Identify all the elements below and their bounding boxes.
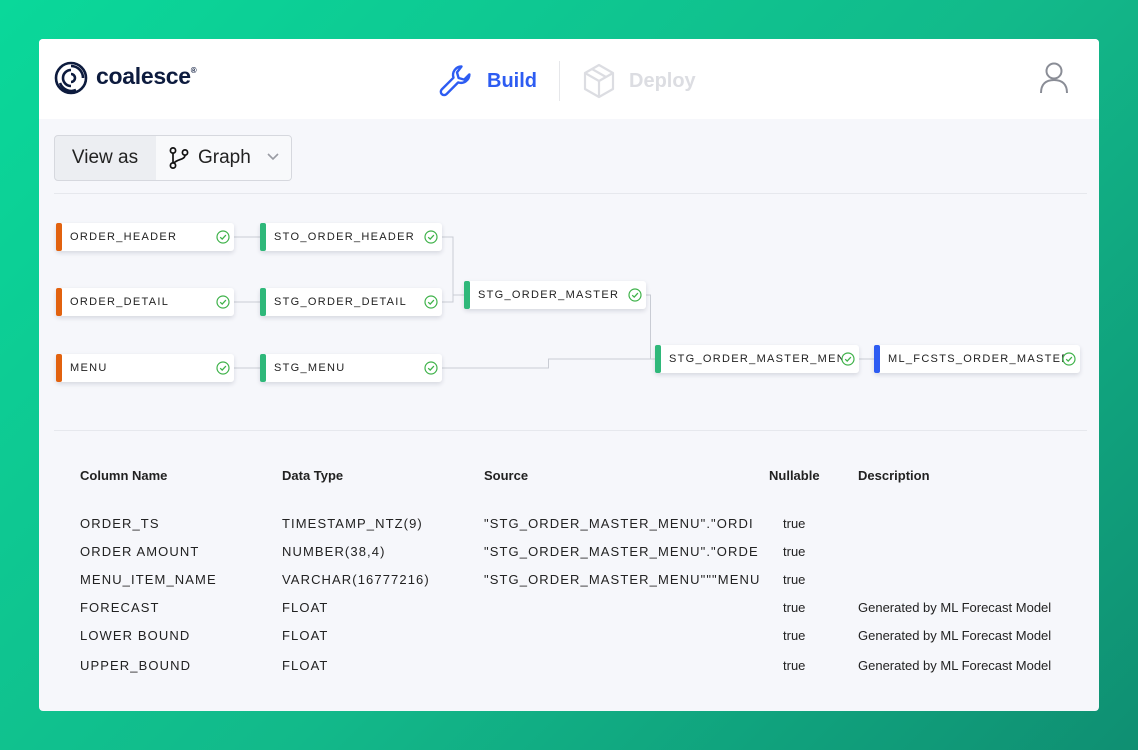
- nav-divider: [559, 61, 560, 101]
- data-type-cell: FLOAT: [282, 658, 329, 673]
- graph-edge: [442, 358, 655, 369]
- app-window: coalesce® Build Deploy View as: [39, 39, 1099, 711]
- graph-node-sto-order-header[interactable]: STO_ORDER_HEADER: [260, 223, 442, 251]
- node-type-indicator: [874, 345, 880, 373]
- data-type-cell: NUMBER(38,4): [282, 544, 386, 559]
- node-label: STG_ORDER_MASTER: [478, 289, 620, 301]
- node-label: ML_FCSTS_ORDER_MASTER: [888, 353, 1071, 365]
- graph-edge: [646, 294, 655, 360]
- nullable-cell: true: [783, 572, 806, 587]
- coalesce-logo-icon: [54, 61, 88, 95]
- source-cell: "STG_ORDER_MASTER_MENU"""MENU: [484, 572, 761, 587]
- nullable-cell: true: [783, 544, 806, 559]
- node-label: STO_ORDER_HEADER: [274, 231, 416, 243]
- graph-node-menu[interactable]: MENU: [56, 354, 234, 382]
- nullable-cell: true: [783, 600, 806, 615]
- description-cell: Generated by ML Forecast Model: [858, 600, 1052, 615]
- nullable-cell: true: [783, 516, 806, 531]
- node-label: MENU: [70, 362, 108, 374]
- graph-node-order-detail[interactable]: ORDER_DETAIL: [56, 288, 234, 316]
- wrench-icon: [439, 65, 471, 97]
- column-header[interactable]: Nullable: [769, 468, 820, 483]
- graph-edge: [442, 236, 464, 296]
- graph-node-ml-fcsts-order-master[interactable]: ML_FCSTS_ORDER_MASTER: [874, 345, 1080, 373]
- column-name-cell: LOWER BOUND: [80, 628, 191, 643]
- node-type-indicator: [260, 354, 266, 382]
- view-mode-value: Graph: [198, 147, 251, 168]
- node-type-indicator: [56, 354, 62, 382]
- source-cell: "STG_ORDER_MASTER_MENU"."ORDI: [484, 516, 754, 531]
- column-name-cell: FORECAST: [80, 600, 160, 615]
- nullable-cell: true: [783, 658, 806, 673]
- node-type-indicator: [464, 281, 470, 309]
- check-circle-icon: [216, 230, 230, 244]
- data-type-cell: VARCHAR(16777216): [282, 572, 430, 587]
- node-label: STG_ORDER_MASTER_MENU: [669, 353, 856, 365]
- column-header[interactable]: Description: [858, 468, 930, 483]
- node-type-indicator: [260, 223, 266, 251]
- graph-node-stg-menu[interactable]: STG_MENU: [260, 354, 442, 382]
- check-circle-icon: [424, 361, 438, 375]
- graph-node-stg-order-master-menu[interactable]: STG_ORDER_MASTER_MENU: [655, 345, 859, 373]
- view-mode-select[interactable]: Graph: [156, 136, 291, 180]
- user-icon[interactable]: [1039, 61, 1069, 95]
- nav-build-label: Build: [487, 69, 537, 92]
- node-label: STG_MENU: [274, 362, 346, 374]
- column-header[interactable]: Data Type: [282, 468, 344, 483]
- check-circle-icon: [841, 352, 855, 366]
- view-as-control: View as Graph: [54, 135, 292, 181]
- nav-build-tab[interactable]: Build: [437, 61, 537, 101]
- node-type-indicator: [260, 288, 266, 316]
- column-header[interactable]: Source: [484, 468, 529, 483]
- node-type-indicator: [655, 345, 661, 373]
- graph-divider: [54, 430, 1087, 431]
- column-name-cell: MENU_ITEM_NAME: [80, 572, 217, 587]
- view-as-label: View as: [71, 147, 139, 168]
- check-circle-icon: [628, 288, 642, 302]
- column-name-cell: UPPER_BOUND: [80, 658, 192, 673]
- graph-node-stg-order-master[interactable]: STG_ORDER_MASTER: [464, 281, 646, 309]
- node-label: ORDER_DETAIL: [70, 296, 170, 308]
- column-name-cell: ORDER AMOUNT: [80, 544, 200, 559]
- git-branch-icon: [169, 147, 189, 169]
- graph-node-order-header[interactable]: ORDER_HEADER: [56, 223, 234, 251]
- graph-node-stg-order-detail[interactable]: STG_ORDER_DETAIL: [260, 288, 442, 316]
- brand-name: coalesce®: [96, 63, 197, 89]
- description-cell: Generated by ML Forecast Model: [858, 658, 1052, 673]
- node-label: ORDER_HEADER: [70, 231, 178, 243]
- nullable-cell: true: [783, 628, 806, 643]
- node-type-indicator: [56, 288, 62, 316]
- toolbar-divider: [54, 193, 1087, 194]
- check-circle-icon: [424, 295, 438, 309]
- description-cell: Generated by ML Forecast Model: [858, 628, 1052, 643]
- chevron-down-icon: [267, 153, 279, 161]
- cube-icon: [583, 63, 615, 99]
- nav-deploy-tab[interactable]: Deploy: [581, 61, 696, 101]
- data-type-cell: FLOAT: [282, 628, 329, 643]
- data-type-cell: FLOAT: [282, 600, 329, 615]
- column-name-cell: ORDER_TS: [80, 516, 160, 531]
- check-circle-icon: [1062, 352, 1076, 366]
- column-header[interactable]: Column Name: [80, 468, 168, 483]
- lineage-graph: ORDER_HEADER ORDER_DETAIL MENU STO_ORDER_HE…: [39, 189, 1099, 449]
- check-circle-icon: [216, 361, 230, 375]
- node-label: STG_ORDER_DETAIL: [274, 296, 408, 308]
- top-bar: coalesce® Build Deploy: [39, 39, 1099, 119]
- graph-edge: [442, 294, 464, 303]
- check-circle-icon: [424, 230, 438, 244]
- node-type-indicator: [56, 223, 62, 251]
- check-circle-icon: [216, 295, 230, 309]
- nav-deploy-label: Deploy: [629, 69, 696, 92]
- data-type-cell: TIMESTAMP_NTZ(9): [282, 516, 423, 531]
- graph-edges: [234, 236, 874, 369]
- source-cell: "STG_ORDER_MASTER_MENU"."ORDE: [484, 544, 759, 559]
